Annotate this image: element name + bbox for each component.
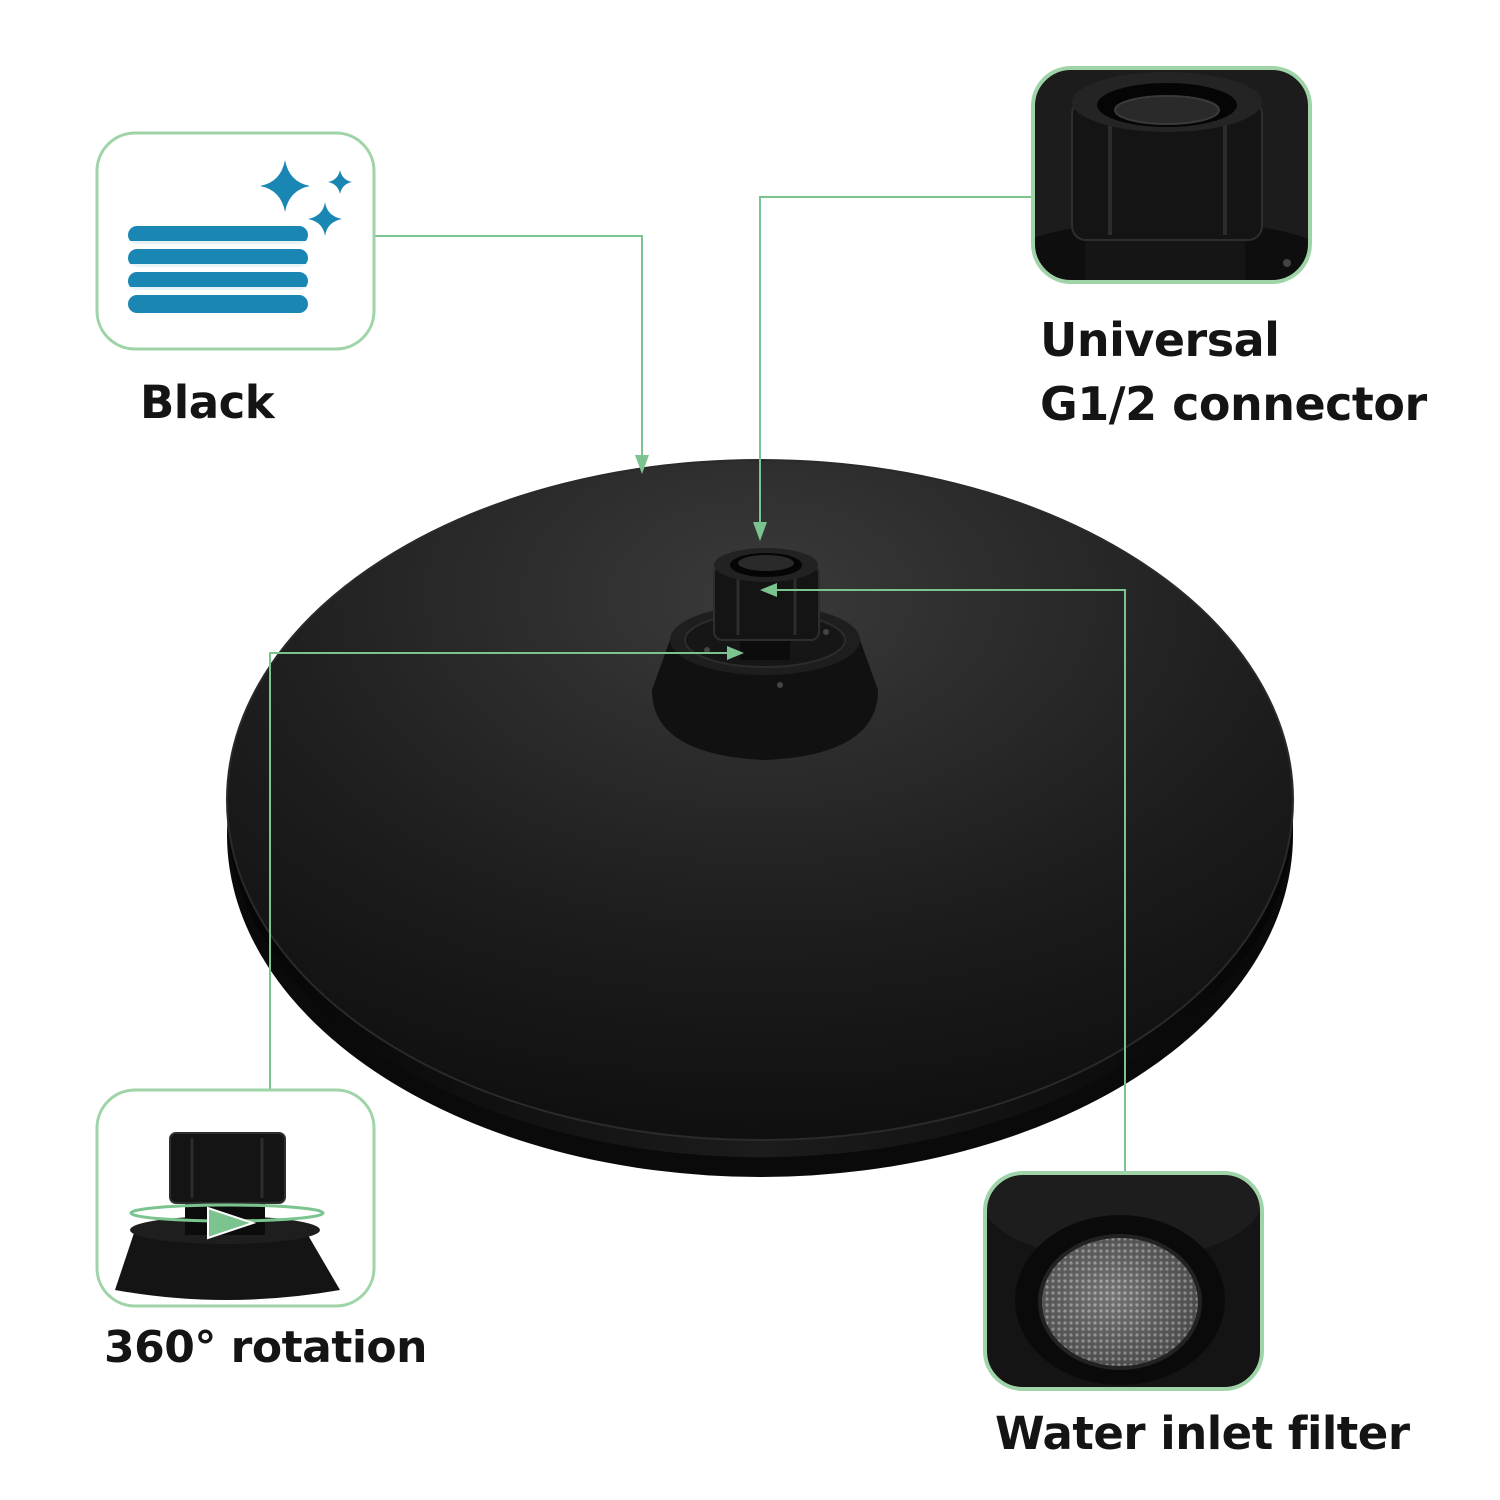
- label-connector-line2: G1/2 connector: [1040, 377, 1427, 431]
- feature-box-rotation: [95, 1088, 376, 1308]
- label-filter: Water inlet filter: [995, 1407, 1410, 1460]
- center-connector-base: [652, 548, 878, 760]
- label-rotation: 360° rotation: [104, 1322, 427, 1373]
- feature-box-black: [95, 131, 376, 351]
- callout-lines: [269, 196, 1126, 1173]
- feature-box-connector: [1031, 66, 1312, 284]
- feature-box-filter: [983, 1171, 1264, 1391]
- swivel-arrow-icon: [115, 1132, 340, 1300]
- label-connector: Universal G1/2 connector: [1040, 308, 1427, 436]
- mesh-filter-icon: [985, 1173, 1262, 1389]
- threaded-connector-icon: [1033, 68, 1310, 282]
- callout-arrowheads: [635, 455, 777, 660]
- towel-stack-sparkle-icon: [128, 160, 352, 313]
- shower-head-disc: [226, 459, 1294, 1177]
- label-black: Black: [140, 376, 275, 429]
- label-connector-line1: Universal: [1040, 313, 1280, 367]
